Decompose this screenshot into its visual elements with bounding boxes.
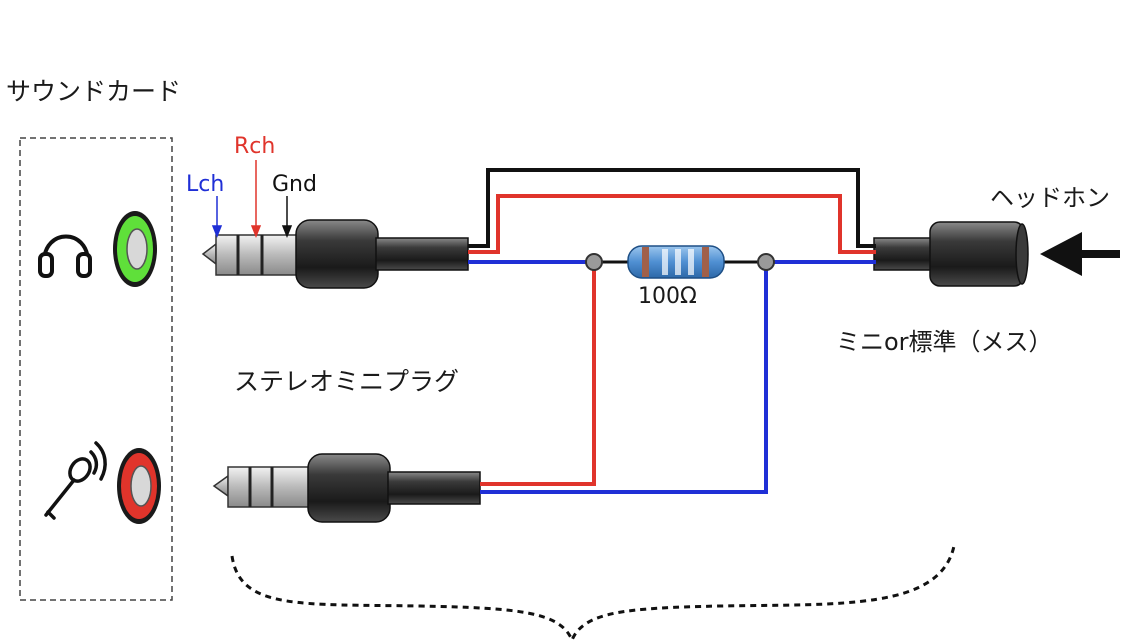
female-jack	[873, 221, 1029, 287]
top-stereo-plug	[201, 219, 469, 289]
headphone-label: ヘッドホン	[990, 184, 1110, 212]
rch-pointer	[250, 160, 262, 239]
blue-mic-gnd-wire	[480, 262, 768, 494]
red-rch-wire	[468, 194, 876, 254]
bottom-stereo-plug	[212, 453, 481, 523]
rch-label: Rch	[234, 134, 276, 159]
sound-card-label: サウンドカード	[6, 77, 182, 106]
gnd-label: Gnd	[272, 172, 317, 197]
lch-label: Lch	[186, 172, 225, 197]
stereo-mini-plug-label: ステレオミニプラグ	[234, 367, 460, 396]
headphone-port	[113, 211, 157, 287]
lch-pointer	[211, 196, 223, 239]
resistor	[627, 245, 725, 279]
gnd-pointer	[281, 196, 293, 239]
female-jack-label: ミニor標準（メス）	[836, 328, 1053, 356]
bottom-brace	[230, 545, 956, 640]
resistor-label: 100Ω	[638, 284, 697, 309]
sound-card-box	[19, 137, 173, 601]
black-gnd-wire	[468, 168, 876, 248]
junction-left	[585, 253, 603, 271]
mic-port	[117, 448, 161, 524]
junction-right	[757, 253, 775, 271]
red-mic-wire	[480, 262, 596, 486]
microphone-icon	[44, 441, 107, 520]
headphone-icon	[38, 234, 92, 278]
arrow-left-icon	[1040, 232, 1120, 276]
